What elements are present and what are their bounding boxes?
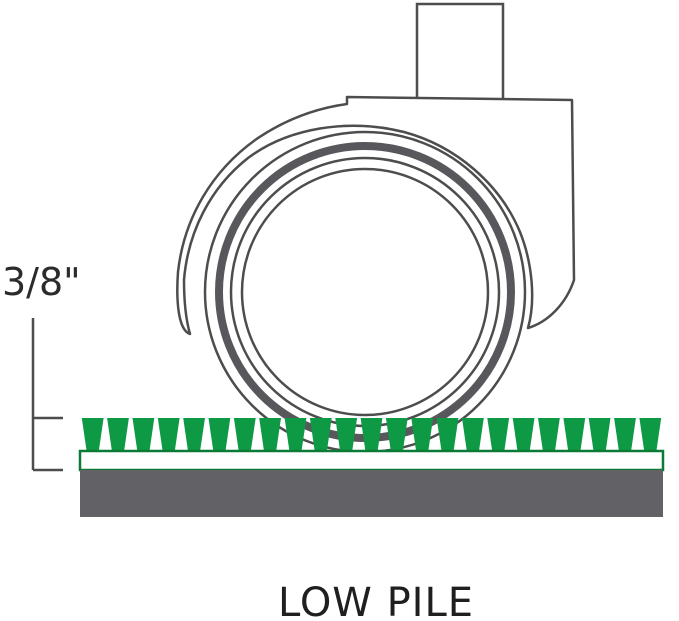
pile-tuft [360,418,383,451]
measurement-bracket [31,318,63,472]
pile-tuft [132,418,155,451]
pile-tuft [107,418,129,451]
pile-tuft [588,418,611,451]
pile-tuft [309,418,332,451]
pile-tuft [385,418,408,451]
pile-tuft [183,418,205,451]
pile-tuft [639,418,662,451]
pile-tuft [614,418,636,451]
pile-tuft [157,418,180,451]
pile-tuft [259,418,281,451]
caster-stem [415,2,505,106]
caption-low-pile: LOW PILE [278,580,474,621]
pile-tuft [538,418,560,451]
pile-tuft [208,418,231,451]
pile-tuft [411,418,434,451]
pile-tuft [81,418,104,451]
pile-tuft [233,418,256,451]
measurement-label: 3/8" [2,260,81,304]
pile-tuft [335,418,358,451]
pile-tuft [563,418,586,451]
wheel-hub [240,167,490,417]
pile-tufts [81,418,662,451]
caster-housing [176,95,576,336]
pile-tuft [436,418,459,451]
mat-top-layer [78,449,665,472]
mat-backing [80,470,663,517]
pile-tuft [487,418,510,451]
pile-tuft [462,418,484,451]
pile-tuft [284,418,307,451]
pile-tuft [512,418,535,451]
